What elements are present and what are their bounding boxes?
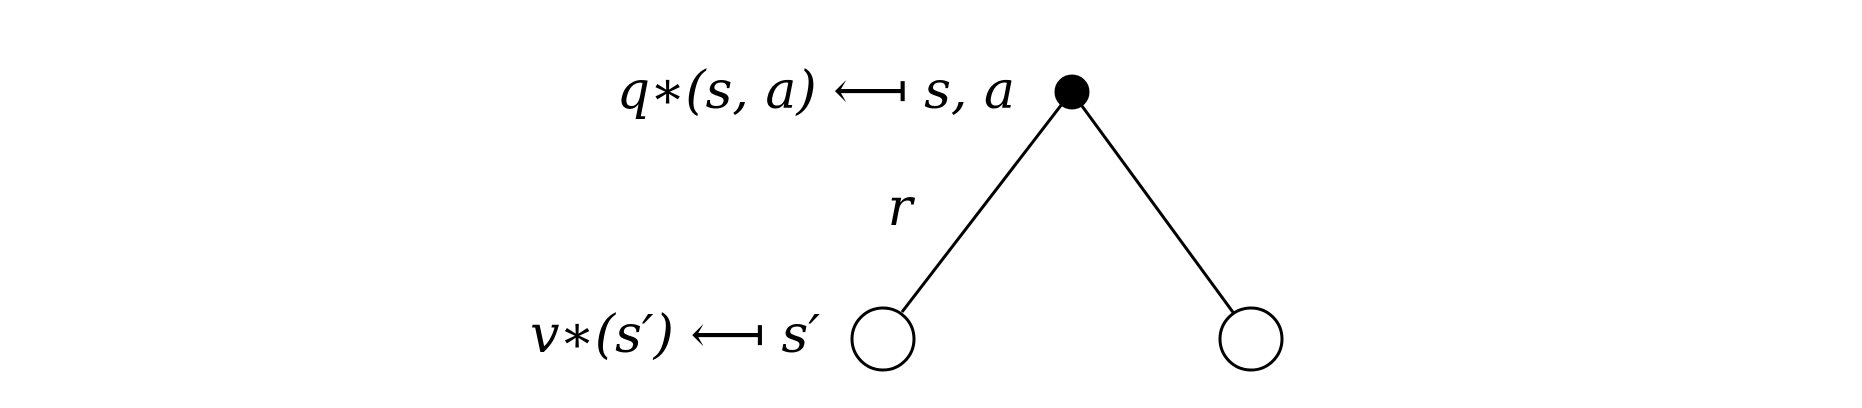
next-state-right-node <box>1218 306 1284 372</box>
edge-to-right-state <box>1080 105 1237 316</box>
reward-label: r <box>888 178 916 238</box>
next-state-left-node <box>850 306 916 372</box>
q-update-label: q∗(s, a) ⟻ s, a <box>617 61 1015 121</box>
v-update-label: v∗(s′) ⟻ s′ <box>530 305 820 365</box>
edge-to-left-state <box>900 103 1064 313</box>
state-action-node <box>1054 74 1090 110</box>
